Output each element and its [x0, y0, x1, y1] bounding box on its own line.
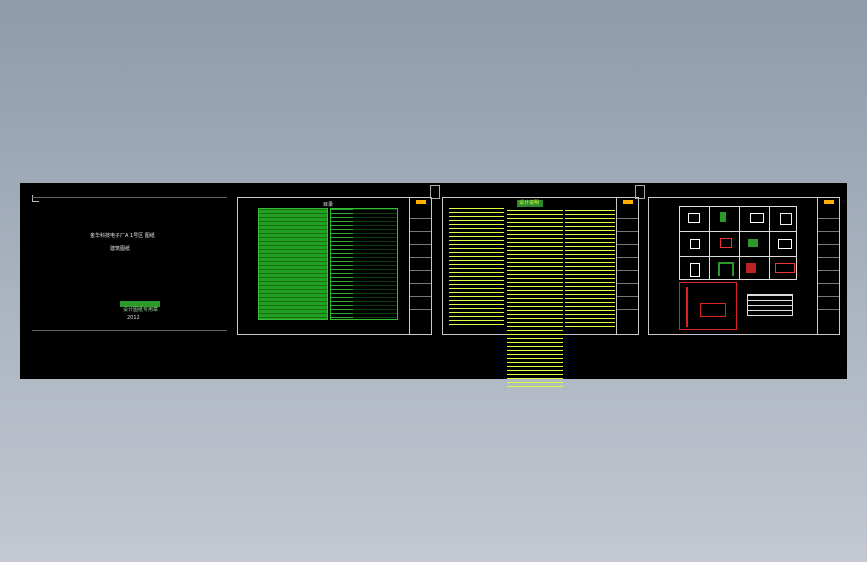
section-detail-red	[679, 282, 737, 330]
corner-mark-top-left	[32, 195, 39, 202]
cover-bottom-rule	[32, 330, 227, 331]
cover-stamp	[120, 301, 160, 307]
cover-date: 2012	[127, 315, 140, 321]
design-notes-heading-box	[517, 200, 543, 207]
design-notes-column-3	[565, 210, 615, 330]
detail-symbol-12	[775, 263, 795, 273]
detail-symbol-2	[720, 212, 726, 222]
cover-stamp-text: 设计图纸专用章	[123, 307, 159, 313]
design-notes-title-block	[616, 198, 638, 334]
drawing-list-table-left	[258, 208, 328, 320]
cover-title-line2: 建筑图纸	[110, 246, 131, 252]
viewport-marker-2	[635, 185, 645, 199]
drawing-list-heading: 目录	[323, 202, 334, 208]
title-block-logo	[823, 200, 834, 204]
drawing-list-title-block	[409, 198, 431, 334]
title-block-logo	[415, 200, 426, 204]
detail-symbol-1	[688, 213, 700, 223]
drawing-list-table-right	[330, 208, 398, 320]
detail-symbol-10	[718, 262, 734, 276]
legend-table	[747, 294, 793, 316]
detail-symbol-8	[778, 239, 792, 249]
details-title-block	[817, 198, 839, 334]
details-sheet[interactable]	[648, 197, 840, 335]
detail-symbol-11	[746, 263, 756, 273]
detail-symbol-3	[750, 213, 764, 223]
cover-top-rule	[32, 197, 227, 198]
details-grid	[679, 206, 797, 280]
cover-title-line1: 金华科技电子厂A 1号区 图纸	[90, 233, 155, 239]
title-block-logo	[622, 200, 633, 204]
drawing-list-sheet[interactable]: 目录	[237, 197, 432, 335]
design-notes-heading: 设计说明	[519, 200, 540, 206]
detail-symbol-6	[720, 238, 732, 248]
cad-drawing-canvas[interactable]: 金华科技电子厂A 1号区 图纸 建筑图纸 设计图纸专用章 2012 目录 设计说…	[20, 183, 847, 390]
detail-symbol-4	[780, 213, 792, 225]
design-notes-column-1	[449, 208, 504, 328]
detail-symbol-9	[690, 263, 700, 277]
design-notes-column-2	[507, 210, 563, 390]
design-notes-sheet[interactable]: 设计说明	[442, 197, 639, 390]
detail-symbol-5	[690, 239, 700, 249]
viewport-marker-1	[430, 185, 440, 199]
cover-sheet: 金华科技电子厂A 1号区 图纸 建筑图纸 设计图纸专用章 2012	[30, 193, 230, 333]
detail-symbol-7	[748, 239, 758, 247]
